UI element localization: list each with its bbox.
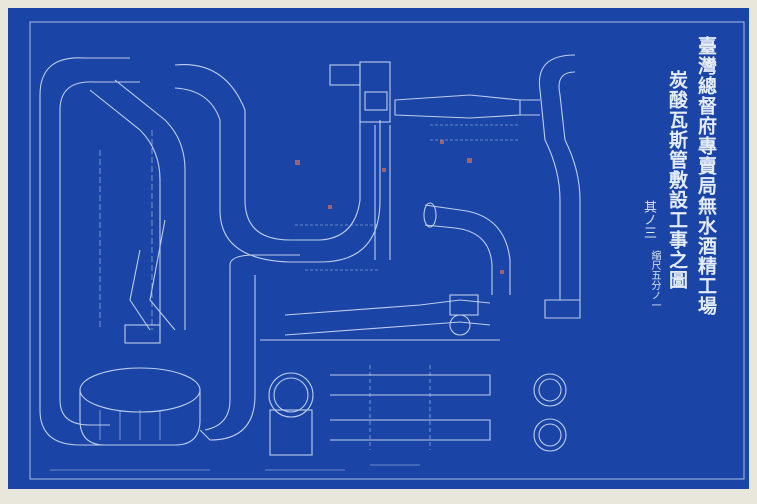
title-line-1: 臺灣總督府專賣局無水酒精工場 — [695, 36, 717, 316]
pipe-right-hook — [538, 54, 576, 300]
pipe-left-top — [39, 57, 130, 96]
pipe-section-circle — [268, 372, 314, 418]
red-marks — [295, 140, 504, 274]
pipe-drawing — [39, 54, 581, 471]
pipe-middle-s — [174, 64, 320, 241]
scale-note: 縮尺五分ノ一 — [649, 250, 660, 310]
title-line-2: 炭酸瓦斯管敷設工事之圖 — [666, 70, 688, 290]
pipe-left-vertical — [39, 95, 110, 446]
sheet-number: 其ノ三 — [641, 200, 656, 239]
drawing-border — [29, 21, 745, 480]
blueprint-area — [8, 8, 749, 489]
